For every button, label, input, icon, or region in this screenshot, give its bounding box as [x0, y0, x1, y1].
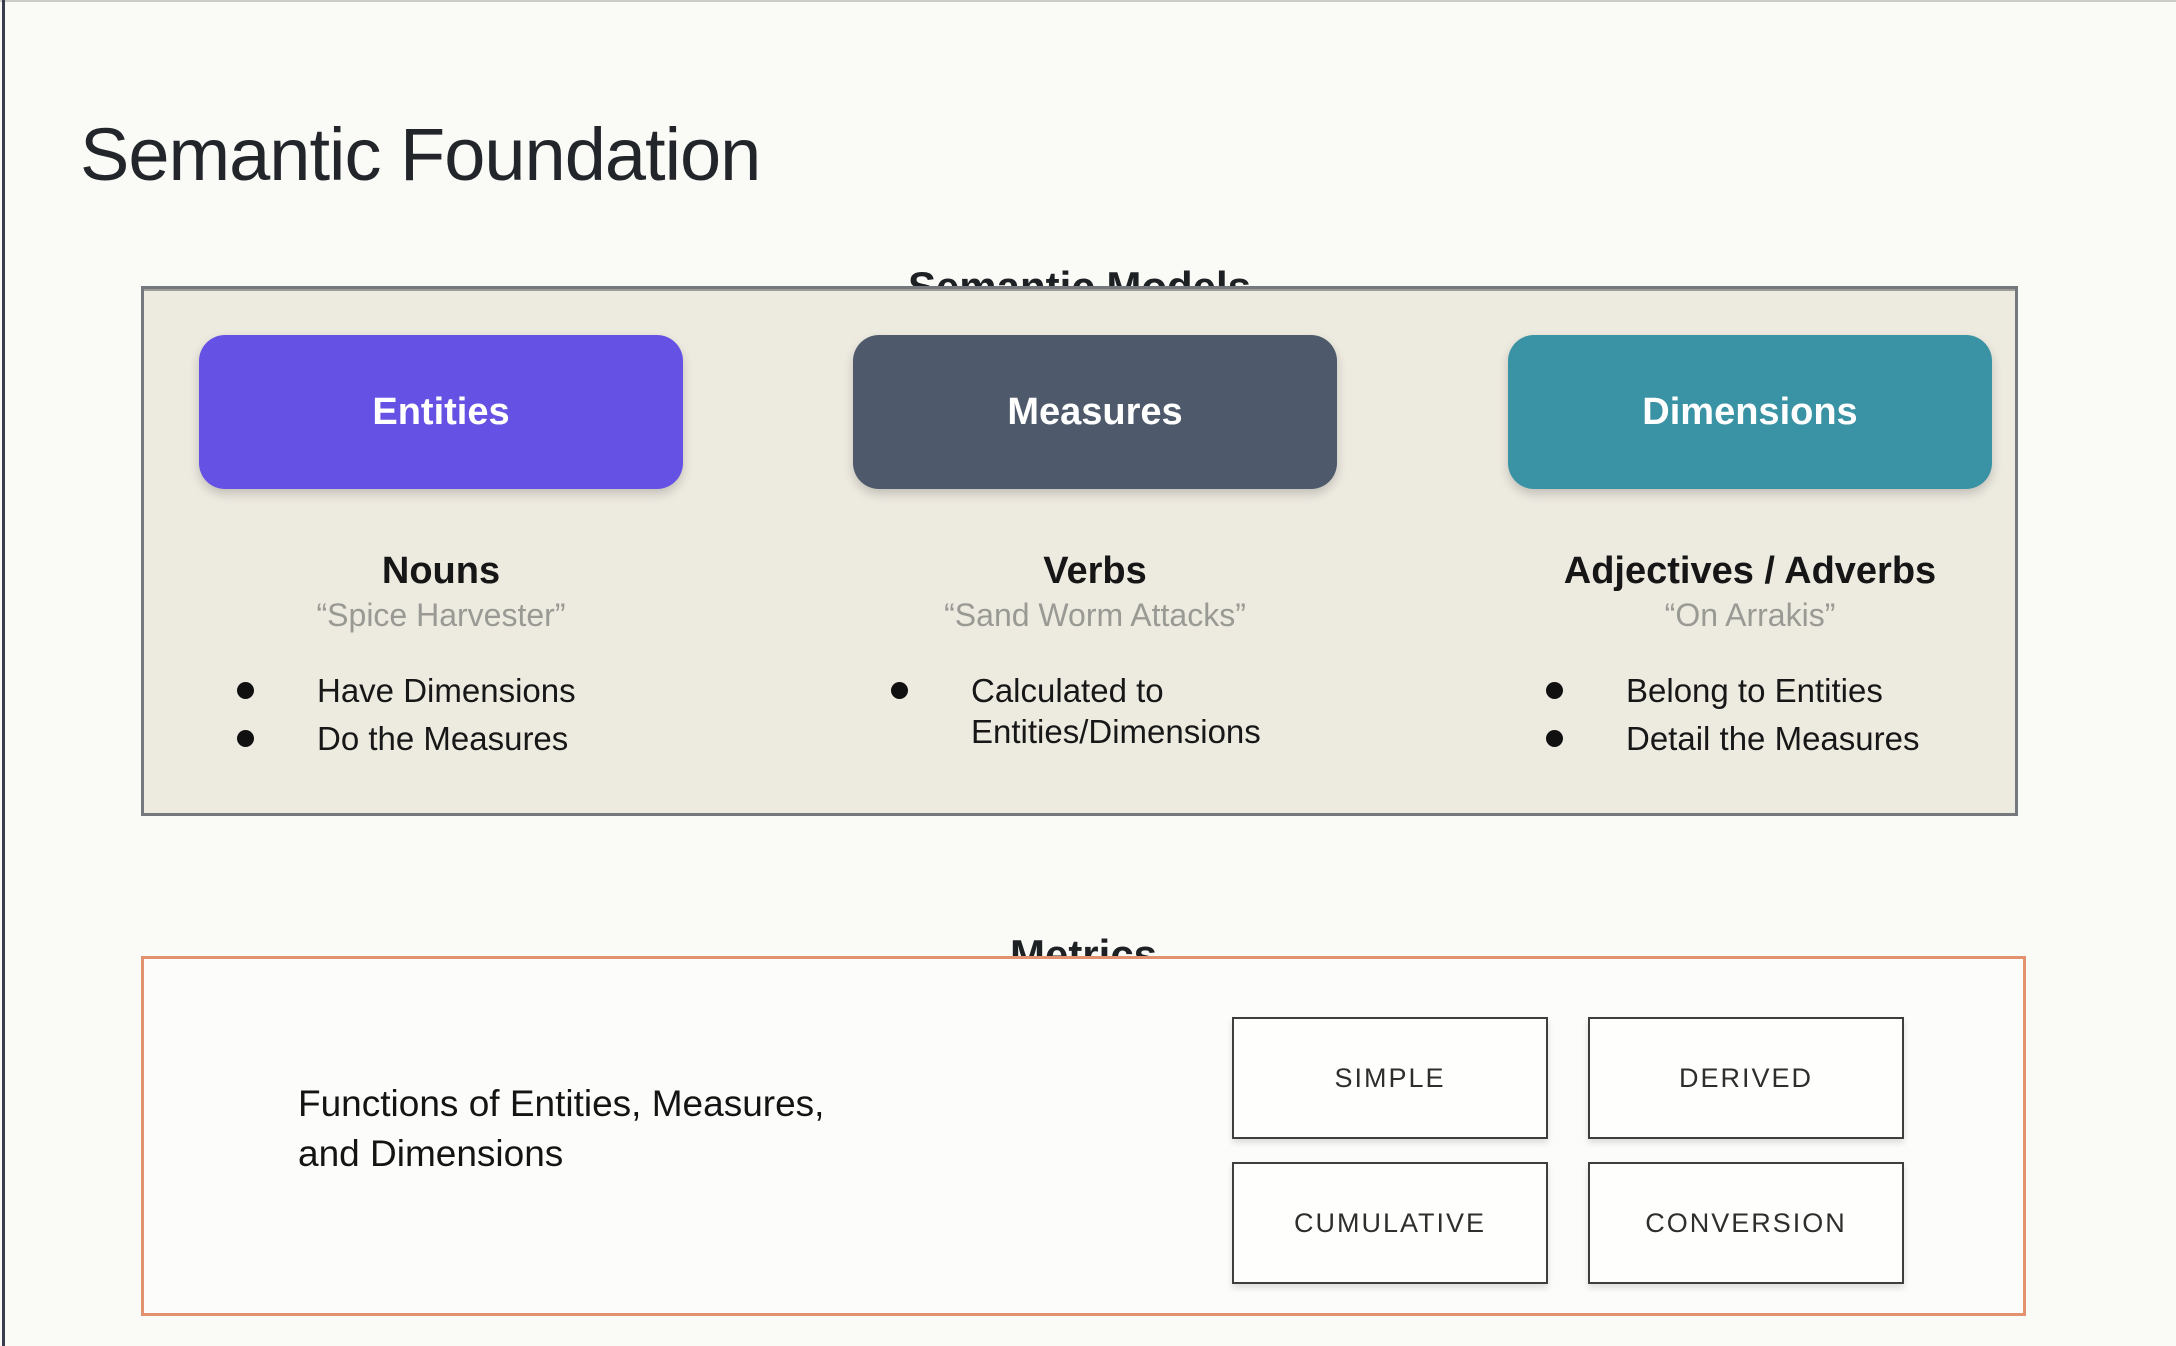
- metric-type-label: SIMPLE: [1334, 1062, 1446, 1093]
- model-bullet-list: Belong to Entities Detail the Measures: [1546, 670, 1919, 766]
- metric-type-grid: SIMPLE DERIVED CUMULATIVE CONVERSION: [1232, 1017, 1904, 1284]
- model-role: Nouns: [381, 550, 501, 592]
- model-example: “Spice Harvester”: [316, 596, 566, 633]
- page-title: Semantic Foundation: [80, 112, 761, 196]
- bullet-item: Do the Measures: [237, 718, 576, 759]
- metrics-box: Functions of Entities, Measures, and Dim…: [141, 956, 2026, 1316]
- bullet-item: Belong to Entities: [1546, 670, 1919, 711]
- metric-type-box-simple: SIMPLE: [1232, 1017, 1548, 1139]
- semantic-models-box: Entities Nouns “Spice Harvester” Have Di…: [141, 286, 2018, 816]
- model-button-measures: Measures: [853, 335, 1337, 489]
- screen-left-edge: [2, 0, 5, 1346]
- model-button-label: Dimensions: [1642, 390, 1858, 433]
- metric-type-box-cumulative: CUMULATIVE: [1232, 1162, 1548, 1284]
- metric-type-label: CONVERSION: [1645, 1207, 1847, 1238]
- model-example: “Sand Worm Attacks”: [944, 596, 1246, 633]
- model-column-measures: Measures Verbs “Sand Worm Attacks” Calcu…: [835, 335, 1355, 759]
- bullet-item: Have Dimensions: [237, 670, 576, 711]
- metric-type-label: CUMULATIVE: [1293, 1207, 1487, 1238]
- model-role: Verbs: [1043, 550, 1147, 592]
- bullet-item: Detail the Measures: [1546, 718, 1919, 759]
- model-column-entities: Entities Nouns “Spice Harvester” Have Di…: [181, 335, 701, 766]
- metric-type-box-conversion: CONVERSION: [1588, 1162, 1904, 1284]
- model-column-dimensions: Dimensions Adjectives / Adverbs “On Arra…: [1490, 335, 2010, 766]
- model-role: Adjectives / Adverbs: [1563, 550, 1937, 592]
- metric-type-box-derived: DERIVED: [1588, 1017, 1904, 1139]
- model-button-label: Entities: [372, 390, 510, 433]
- model-example: “On Arrakis”: [1664, 596, 1836, 633]
- screen-top-edge: [0, 0, 2176, 2]
- model-bullet-list: Have Dimensions Do the Measures: [237, 670, 576, 766]
- metrics-description: Functions of Entities, Measures, and Dim…: [298, 1083, 825, 1174]
- model-button-label: Measures: [1007, 390, 1183, 433]
- model-bullet-list: Calculated to Entities/Dimensions: [891, 670, 1331, 759]
- metric-type-label: DERIVED: [1678, 1062, 1814, 1093]
- bullet-item: Calculated to Entities/Dimensions: [891, 670, 1331, 752]
- model-button-dimensions: Dimensions: [1508, 335, 1992, 489]
- model-button-entities: Entities: [199, 335, 683, 489]
